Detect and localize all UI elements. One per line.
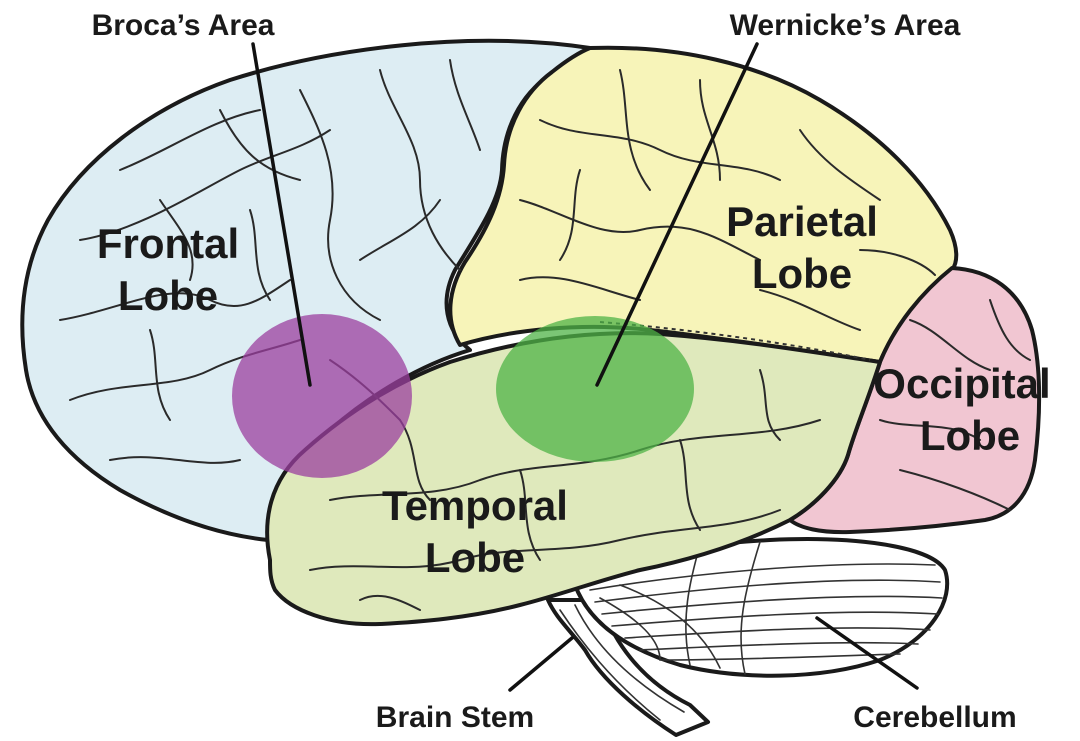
occipital-lobe-label-line1: Occipital bbox=[873, 360, 1050, 407]
parietal-lobe-label-line1: Parietal bbox=[726, 198, 878, 245]
parietal-lobe-label-line2: Lobe bbox=[752, 250, 852, 297]
brain-stem-label: Brain Stem bbox=[376, 701, 534, 734]
occipital-lobe-label-line2: Lobe bbox=[920, 412, 1020, 459]
broca-area-label: Broca’s Area bbox=[92, 9, 275, 42]
frontal-lobe-label-line2: Lobe bbox=[118, 272, 218, 319]
cerebellum-label: Cerebellum bbox=[853, 701, 1016, 734]
frontal-lobe-label-line1: Frontal bbox=[97, 220, 239, 267]
broca-area-region bbox=[232, 314, 412, 478]
temporal-lobe-label-line2: Lobe bbox=[425, 534, 525, 581]
wernicke-area-label: Wernicke’s Area bbox=[730, 9, 961, 42]
wernicke-area-region bbox=[496, 316, 694, 462]
temporal-lobe-label-line1: Temporal bbox=[382, 482, 568, 529]
brain-stem-leader-line bbox=[510, 638, 572, 690]
